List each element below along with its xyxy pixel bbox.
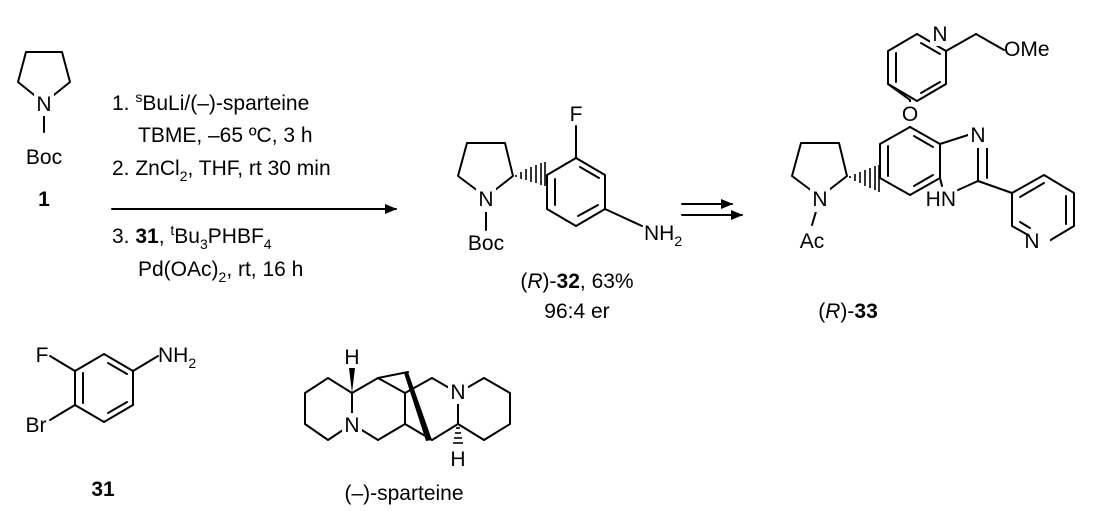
compound-label-31: 31: [91, 478, 115, 501]
atom-n-pyridine: N: [932, 23, 947, 46]
boc-group: Boc: [468, 232, 504, 255]
multistep-arrow: [681, 199, 743, 220]
compound-31: F Br NH2 31: [26, 344, 197, 501]
atom-n: N: [478, 188, 493, 211]
condition-step2: 2. ZnCl2, THF, rt 30 min: [112, 157, 331, 184]
atom-h-top: H: [344, 346, 359, 369]
atom-f: F: [36, 344, 49, 367]
condition-step3: 3. 31, tBu3PHBF4: [112, 222, 272, 252]
compound-label-1: 1: [38, 188, 50, 211]
atom-br: Br: [26, 414, 47, 437]
condition-step1-line2: TBME, –65 ºC, 3 h: [138, 124, 313, 147]
atom-h-bottom: H: [450, 448, 465, 471]
atom-n-right: N: [450, 381, 465, 404]
condition-step1: 1. sBuLi/(–)-sparteine: [112, 89, 309, 115]
amino-group: NH2: [644, 222, 682, 249]
acetyl-group: Ac: [800, 230, 825, 253]
amino-group: NH2: [158, 344, 196, 371]
atom-n: N: [36, 93, 51, 116]
condition-step3-line2: Pd(OAc)2, rt, 16 h: [138, 258, 303, 285]
compound-sparteine: N N H H (–)-sparteine: [304, 346, 511, 505]
atom-n-left: N: [344, 414, 359, 437]
compound-label-sparteine: (–)-sparteine: [344, 482, 463, 505]
methoxy-group: OMe: [1004, 38, 1050, 61]
compound-1: N Boc 1: [17, 51, 71, 211]
compound-label-32: (R)-32, 63%: [520, 270, 633, 293]
atom-n: N: [812, 188, 827, 211]
compound-33: N Ac O N OMe N HN N (R)-33: [791, 22, 1075, 323]
compound-label-33: (R)-33: [818, 300, 878, 323]
reaction-conditions: 1. sBuLi/(–)-sparteine TBME, –65 ºC, 3 h…: [111, 89, 397, 285]
compound-32: N Boc F NH2 (R)-32, 63% 96:4 er: [457, 103, 682, 323]
atom-hn: HN: [926, 188, 956, 211]
boc-group: Boc: [26, 146, 62, 169]
atom-f: F: [570, 103, 583, 126]
er-value: 96:4 er: [544, 300, 609, 323]
atom-n-pyridyl: N: [1024, 230, 1039, 253]
atom-o: O: [902, 103, 918, 126]
atom-n-imidazole: N: [970, 124, 985, 147]
